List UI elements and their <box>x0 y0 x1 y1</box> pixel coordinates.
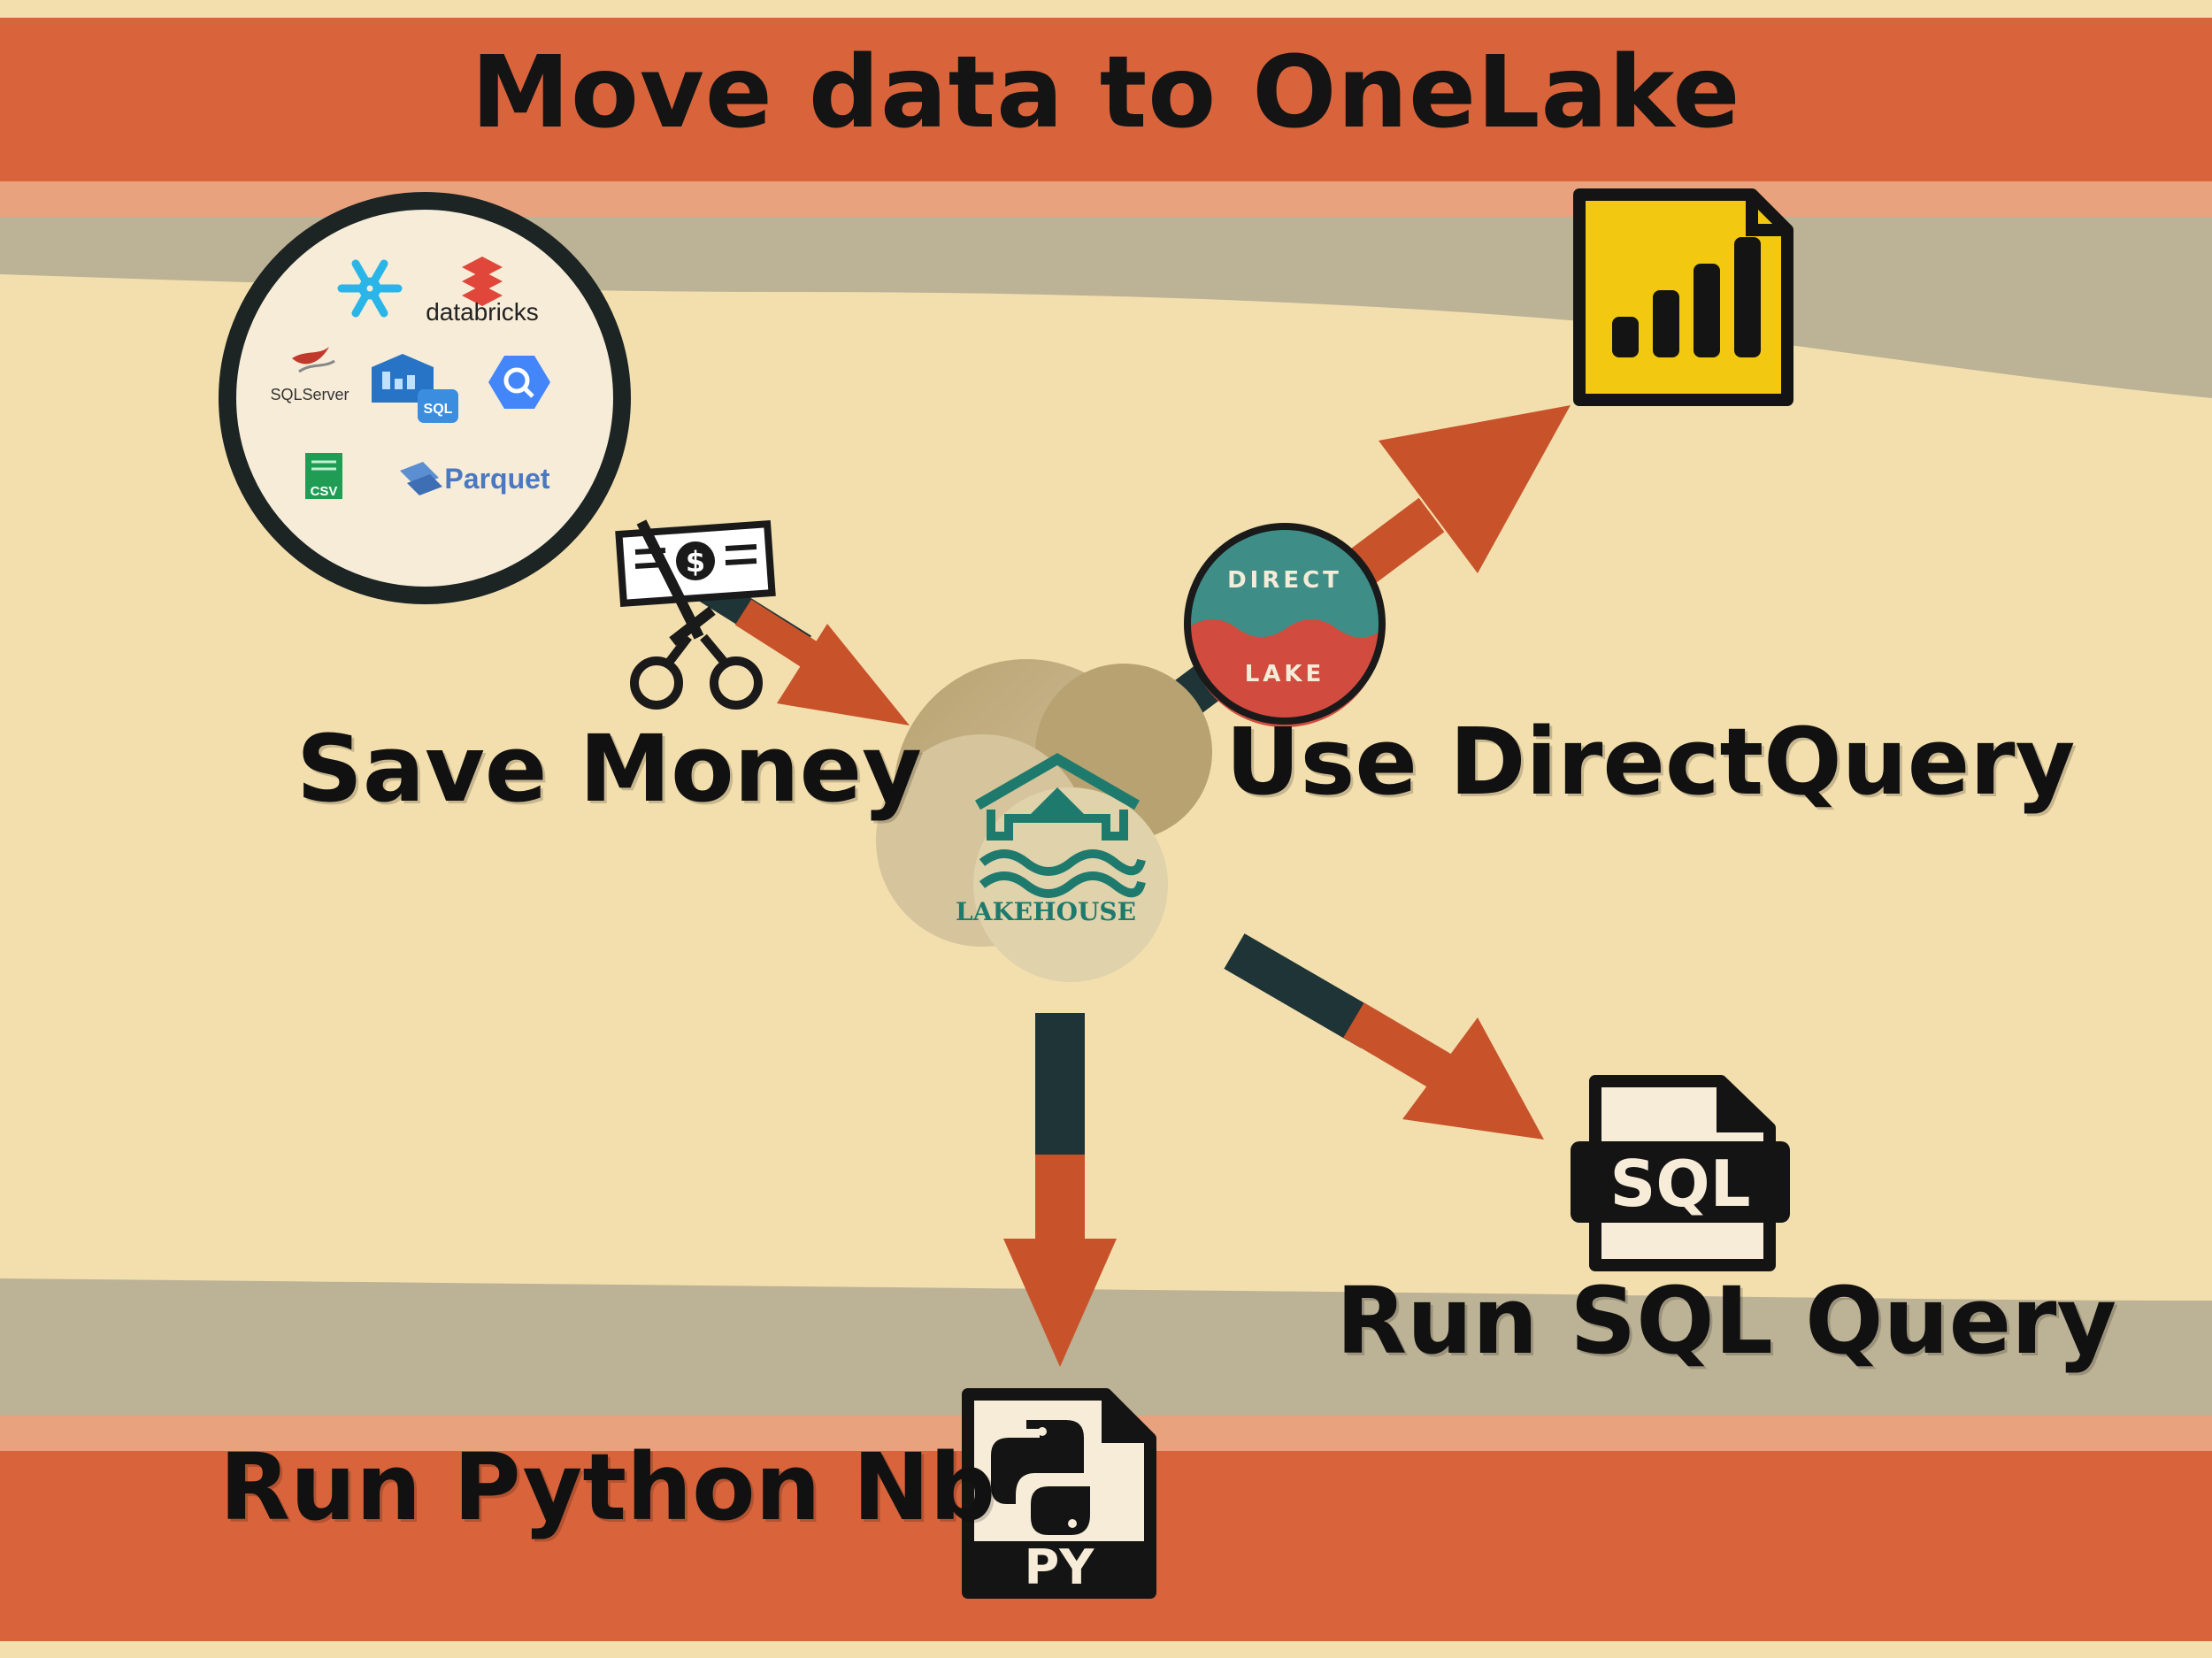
csv-label: CSV <box>311 484 338 499</box>
sql-server-icon <box>292 347 335 373</box>
azure-sql-icon <box>372 354 458 423</box>
arrow-python-nb <box>1003 1013 1117 1367</box>
python-file-icon <box>962 1388 1156 1599</box>
sql-file-text: SQL <box>1610 1147 1751 1221</box>
sql-query-label: Run SQL Query <box>1336 1267 2117 1375</box>
python-file-text: PY <box>1025 1539 1095 1595</box>
sql-file-icon <box>1571 1075 1790 1271</box>
sql-tag-label: SQL <box>424 402 453 417</box>
sql-server-label: SQLServer <box>270 386 349 403</box>
data-sources-group: databricks SQLServer SQL <box>219 192 631 604</box>
python-nb-label: Run Python Nb <box>219 1433 996 1541</box>
top-orange-band-edge <box>0 181 2212 217</box>
power-bi-icon <box>1573 188 1793 406</box>
save-money-label: Save Money <box>296 715 922 823</box>
sources-circle-ring <box>219 192 631 604</box>
arrow-sql-query <box>1224 933 1544 1140</box>
page-title: Move data to OneLake <box>471 35 1741 150</box>
direct-lake-bottom: LAKE <box>1245 661 1325 687</box>
top-orange-band <box>0 18 2212 181</box>
direct-lake-top: DIRECT <box>1227 567 1342 594</box>
direct-lake-icon <box>1184 523 1386 727</box>
lakehouse-icon <box>876 659 1212 982</box>
lakehouse-label: LAKEHOUSE <box>956 897 1136 926</box>
csv-icon <box>305 453 342 499</box>
svg-text:$: $ <box>686 545 705 579</box>
direct-query-label: Use DirectQuery <box>1225 708 2076 816</box>
databricks-icon <box>462 257 503 306</box>
databricks-label: databricks <box>426 298 539 326</box>
bigquery-icon <box>488 356 550 409</box>
bottom-gray-band <box>0 1278 2212 1416</box>
snowflake-icon <box>337 259 403 318</box>
parquet-icon <box>400 462 442 495</box>
check-scissors-icon: $ <box>615 519 776 710</box>
parquet-label: Parquet <box>444 463 549 495</box>
